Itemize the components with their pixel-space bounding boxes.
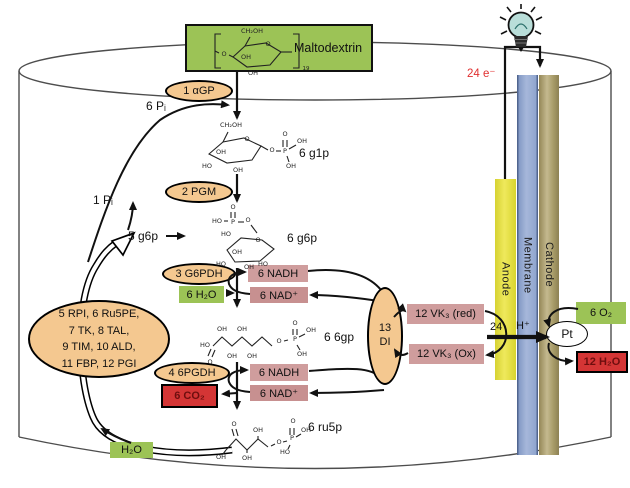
electron-count-label: 24 e⁻ [467,68,496,80]
anode-bar: Anode [495,179,516,380]
proton-label: H⁺ [516,320,530,332]
phosphate-in-label: 6 Pᵢ [146,99,166,113]
enzyme-block-line-1: 5 RPI, 6 Ru5PE, [58,308,140,320]
enzyme-block-line-2: 7 TK, 8 TAL, [68,324,130,337]
ru5p-label: 6 ru5p [308,420,343,434]
vk3-reduced-box: 12 VK₃ (red) [407,304,484,324]
cathode-bar: Cathode [539,75,559,455]
phosphate-out-label: 1 Pᵢ [93,193,113,207]
enzyme-oval-6pgdh: 4 6PGDH [154,362,230,384]
proton-count-label: 24 [490,321,503,333]
enzyme-block-line-4: 11 FBP, 12 PGI [61,357,137,370]
membrane-bar: Membrane [517,75,538,455]
water-in-lower-box: H₂O [110,442,153,458]
g1p-label: 6 g1p [299,146,330,160]
g6p-label: 6 g6p [287,231,318,245]
anode-label: Anode [499,262,512,297]
enzyme-oval-agp: 1 αGP [165,80,233,102]
water-out-box: 12 H₂O [576,351,628,373]
oxygen-box: 6 O₂ [576,302,626,324]
cathode-label: Cathode [543,242,555,288]
diaphorase-name: DI [379,336,391,348]
enzyme-oval-pgm: 2 PGM [165,181,233,203]
co2-box: 6 CO₂ [161,384,218,408]
nad-upper-box: 6 NAD⁺ [250,287,308,303]
membrane-label: Membrane [521,236,534,294]
enzyme-oval-diaphorase: 13 DI [367,287,403,385]
diaphorase-number: 13 [378,322,392,335]
nadh-lower-box: 6 NADH [250,364,308,381]
g6p-recycled-label: 5 g6p [128,229,159,243]
enzyme-block-line-3: 9 TIM, 10 ALD, [62,341,136,353]
vk3-oxidized-box: 12 VK₃ (Ox) [409,344,484,364]
water-in-upper-box: 6 H₂O [179,286,224,303]
nad-lower-box: 6 NAD⁺ [250,385,308,401]
sixgp-label: 6 6gp [324,330,355,344]
nadh-upper-box: 6 NADH [248,265,308,282]
pt-catalyst: Pt [546,321,588,347]
enzyme-oval-g6pdh: 3 G6PDH [162,263,236,285]
enzyme-block-oval: 5 RPI, 6 Ru5PE, 7 TK, 8 TAL, 9 TIM, 10 A… [28,300,170,378]
maltodextrin-label: Maltodextrin [294,41,363,55]
